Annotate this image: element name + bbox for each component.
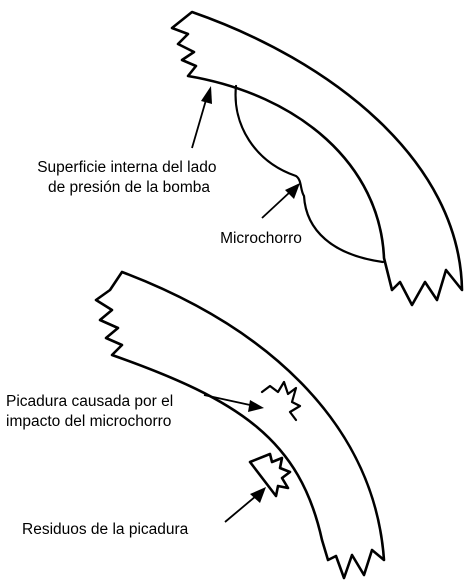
- debris-arrow: [224, 487, 266, 523]
- upper-wall-segment: [170, 10, 464, 307]
- lower-wall-segment: [94, 270, 386, 580]
- debris-label: Residuos de la picadura: [22, 521, 189, 538]
- pit-label: Picadura causada por el impacto del micr…: [6, 393, 177, 430]
- inner-surface-label-line1: Superficie interna del lado: [37, 159, 216, 176]
- upper-figure: [170, 10, 464, 307]
- pit-label-line1: Picadura causada por el: [6, 393, 173, 410]
- microjet-label: Microchorro: [220, 230, 302, 247]
- inner-surface-label: Superficie interna del lado de presión d…: [37, 159, 221, 196]
- bubble-outline: [234, 84, 385, 264]
- debris-fragment: [248, 452, 292, 498]
- pit-notch: [260, 380, 302, 422]
- inner-surface-arrow: [191, 86, 212, 149]
- lower-figure: [94, 270, 386, 580]
- pit-arrow: [203, 394, 264, 412]
- pit-label-line2: impacto del microchorro: [6, 413, 171, 430]
- inner-surface-label-line2: de presión de la bomba: [48, 179, 210, 196]
- microjet-arrow: [261, 183, 300, 219]
